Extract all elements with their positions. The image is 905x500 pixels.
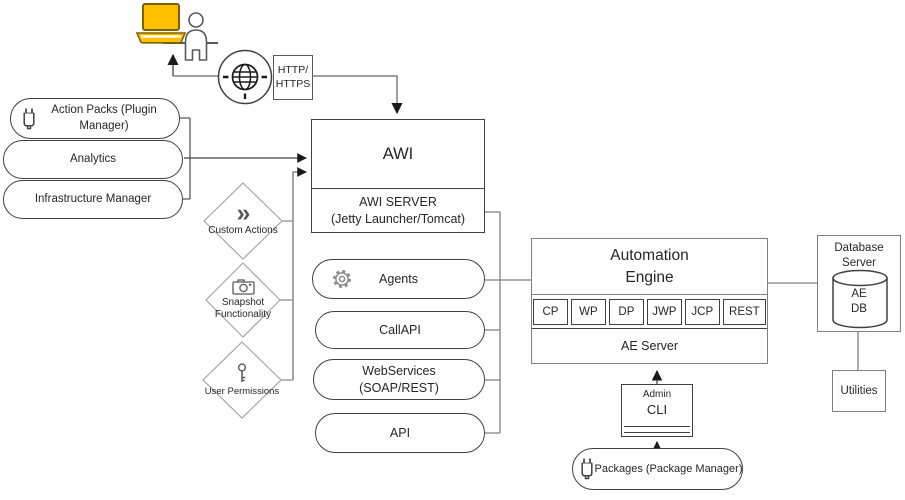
database-server-title: Database Server xyxy=(834,242,884,269)
key-icon xyxy=(236,362,248,384)
awi-title: AWI xyxy=(312,120,484,189)
process-wp: WP xyxy=(570,298,606,325)
laptop-icon xyxy=(135,3,187,44)
chevrons-icon: » xyxy=(236,199,251,228)
automation-engine-title: Automation Engine xyxy=(532,239,767,295)
infrastructure-manager-label: Infrastructure Manager xyxy=(34,193,152,206)
snapshot-diamond: Snapshot Functionality xyxy=(203,268,283,332)
awi-node: AWI AWI SERVER (Jetty Launcher/Tomcat) xyxy=(311,119,485,233)
globe-icon xyxy=(217,49,273,105)
cli-tray-decoration xyxy=(624,426,690,433)
callapi-node: CallAPI xyxy=(315,311,485,349)
process-jwp: JWP xyxy=(646,298,682,325)
snapshot-diamond-shape xyxy=(205,262,281,338)
user-permissions-diamond: User Permissions xyxy=(202,352,282,408)
database-cylinder-icon xyxy=(832,269,888,329)
components-bus xyxy=(485,211,501,434)
infrastructure-manager-node: Infrastructure Manager xyxy=(3,180,183,219)
cli-label: CLI xyxy=(646,402,668,417)
analytics-label: Analytics xyxy=(69,153,117,166)
automation-engine-node: Automation Engine CP WP DP JWP JCP REST … xyxy=(531,238,768,364)
awi-server-label: AWI SERVER (Jetty Launcher/Tomcat) xyxy=(330,195,466,226)
feature-stubs xyxy=(280,220,293,381)
analytics-node: Analytics xyxy=(3,140,183,179)
user-permissions-label: User Permissions xyxy=(204,385,280,397)
database-server-node: Database Server AE DB xyxy=(817,235,901,332)
api-node: API xyxy=(315,413,485,453)
process-row: CP WP DP JWP JCP REST xyxy=(532,295,767,328)
action-packs-node: Action Packs (Plugin Manager) xyxy=(10,98,180,139)
process-rest: REST xyxy=(722,298,766,325)
internet-protocol-box: HTTP/ HTTPS xyxy=(273,55,313,100)
ae-db-label: AE DB xyxy=(851,288,867,315)
utilities-node: Utilities xyxy=(832,370,886,412)
ae-server-label: AE Server xyxy=(532,328,767,363)
webservices-node: WebServices (SOAP/REST) xyxy=(313,359,485,400)
internet-protocol-label: HTTP/ HTTPS xyxy=(275,63,311,90)
snapshot-label: Snapshot Functionality xyxy=(214,296,272,321)
packages-label: Packages (Package Manager) xyxy=(594,462,743,475)
process-cp: CP xyxy=(533,298,568,325)
utilities-label: Utilities xyxy=(840,384,878,397)
api-label: API xyxy=(389,425,411,440)
callapi-label: CallAPI xyxy=(379,322,421,337)
custom-actions-diamond-shape xyxy=(203,182,283,260)
webservices-label: WebServices (SOAP/REST) xyxy=(359,364,439,395)
custom-actions-label: Custom Actions xyxy=(208,225,278,237)
cli-node: Admin CLI xyxy=(621,384,693,437)
agents-label: Agents xyxy=(379,271,418,286)
action-packs-label: Action Packs (Plugin Manager) xyxy=(51,103,157,132)
features-to-awi-arrow xyxy=(292,167,307,380)
plugin-icon xyxy=(21,107,37,131)
process-dp: DP xyxy=(608,298,644,325)
person-icon xyxy=(184,12,208,61)
packages-node: Packages (Package Manager) xyxy=(572,448,743,490)
camera-icon xyxy=(231,278,255,295)
internet-to-awi-arrow xyxy=(312,75,403,115)
cli-admin-label: Admin xyxy=(642,389,672,400)
gear-icon xyxy=(331,268,353,290)
custom-actions-diamond: » Custom Actions xyxy=(203,192,283,250)
agents-node: Agents xyxy=(312,259,485,299)
process-jcp: JCP xyxy=(684,298,720,325)
package-plugin-icon xyxy=(579,457,595,481)
